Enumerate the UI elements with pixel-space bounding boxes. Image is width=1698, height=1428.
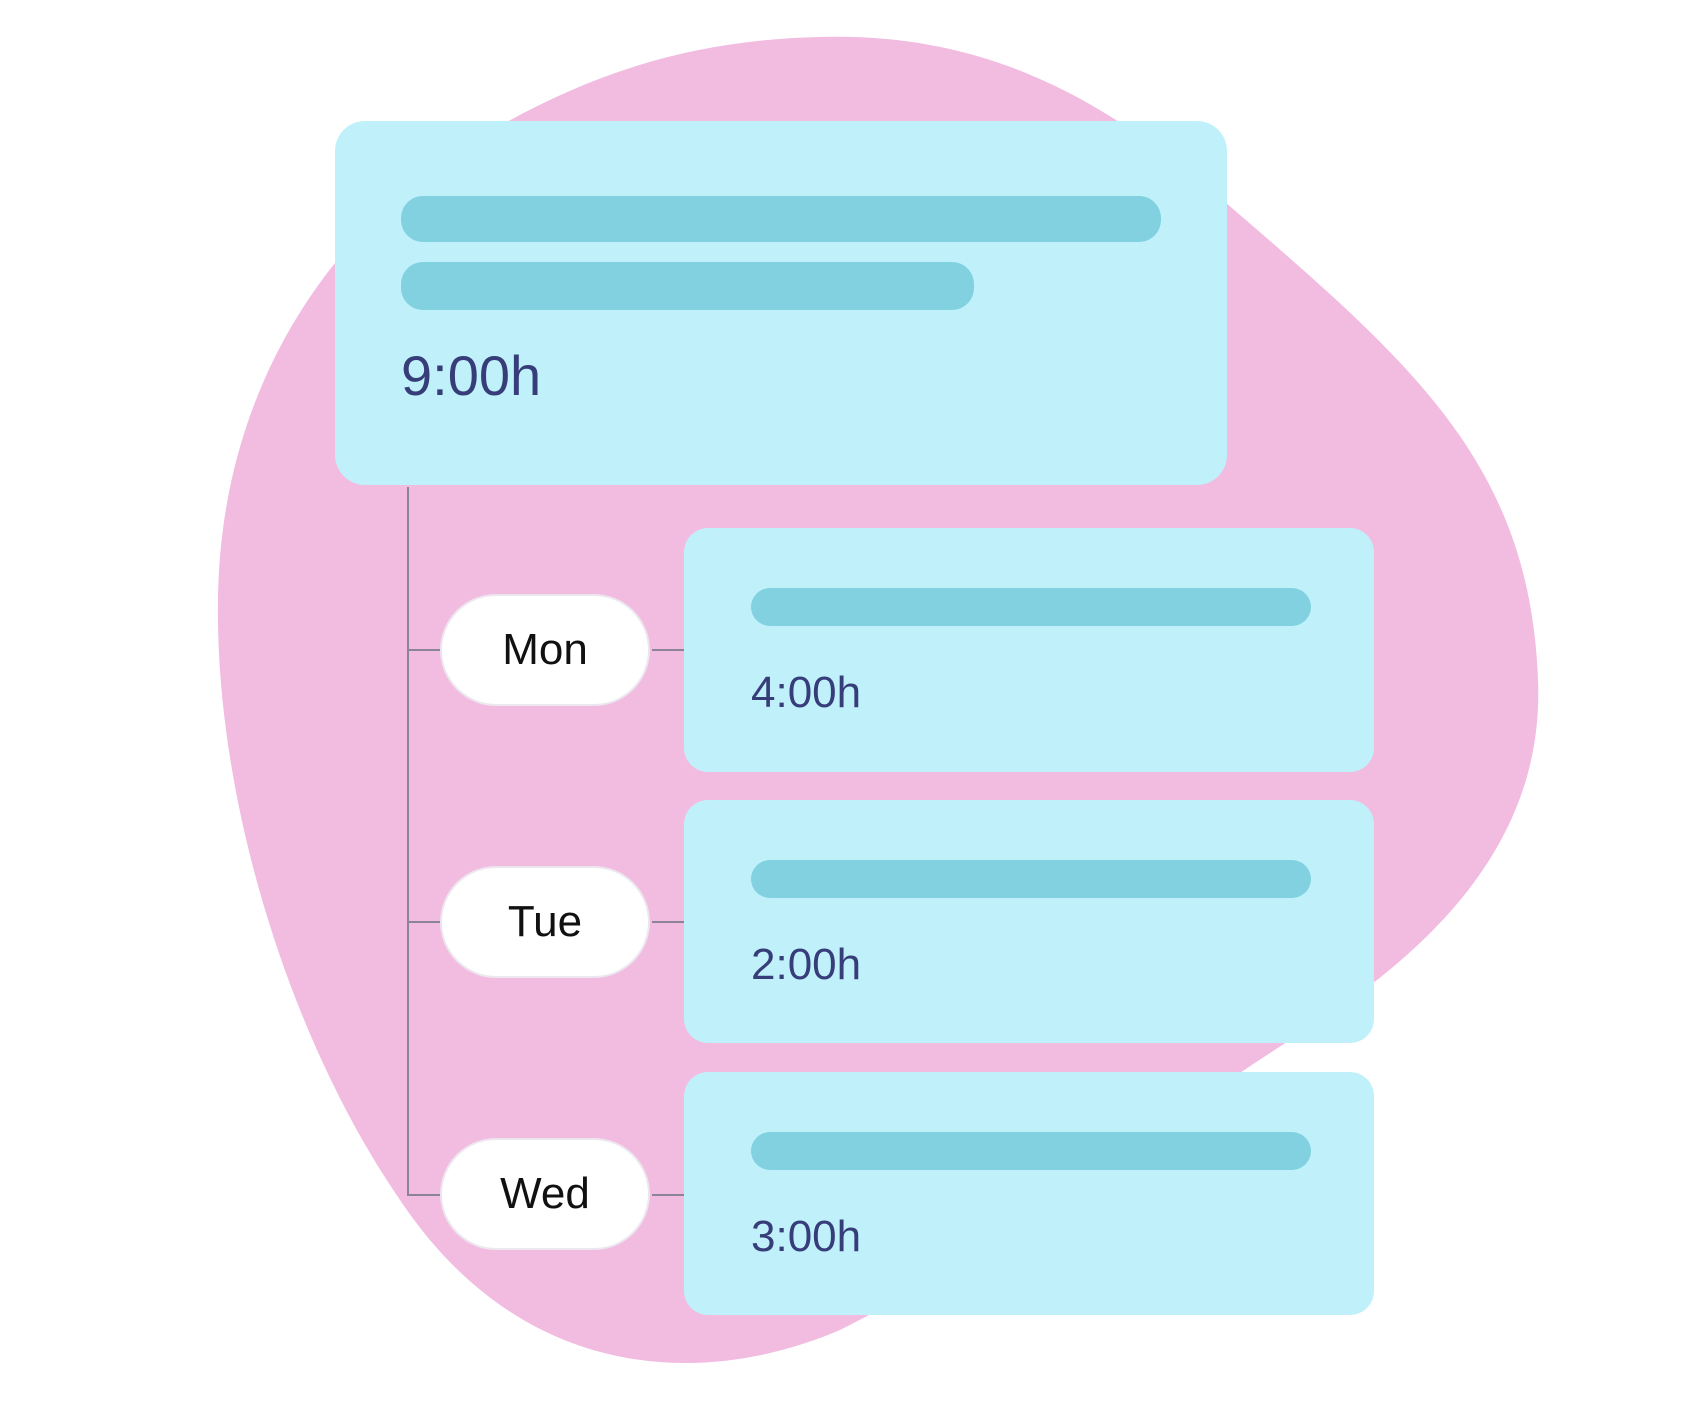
day-label: Wed bbox=[500, 1169, 590, 1218]
day-hours: 2:00h bbox=[751, 940, 862, 989]
placeholder-line bbox=[401, 262, 974, 310]
day-hours: 4:00h bbox=[751, 668, 862, 717]
day-card-mon: 4:00h bbox=[684, 528, 1374, 772]
placeholder-line bbox=[751, 1132, 1311, 1170]
placeholder-line bbox=[751, 860, 1311, 898]
day-card-wed: 3:00h bbox=[684, 1072, 1374, 1315]
day-hours: 3:00h bbox=[751, 1212, 862, 1261]
day-pill-tue: Tue bbox=[440, 866, 650, 978]
placeholder-line bbox=[751, 588, 1311, 626]
day-pill-mon: Mon bbox=[440, 594, 650, 706]
total-hours: 9:00h bbox=[401, 344, 542, 407]
day-label: Tue bbox=[507, 897, 583, 946]
day-pill-wed: Wed bbox=[440, 1138, 650, 1250]
summary-card: 9:00h bbox=[335, 121, 1227, 485]
placeholder-line bbox=[401, 196, 1161, 242]
day-label: Mon bbox=[502, 625, 588, 674]
day-card-tue: 2:00h bbox=[684, 800, 1374, 1043]
